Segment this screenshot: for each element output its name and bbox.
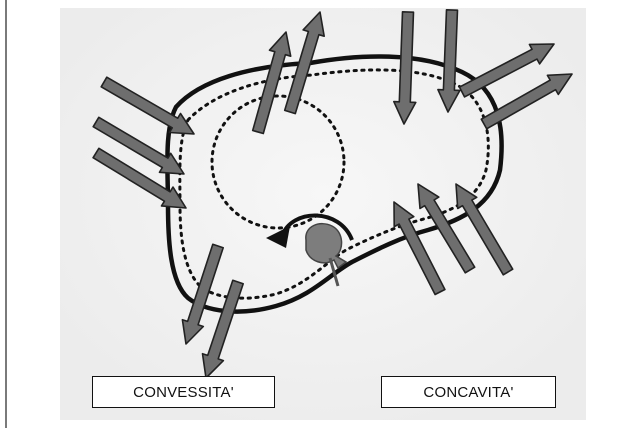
concavity-label-box: CONCAVITA' (381, 376, 556, 408)
convexity-label-box: CONVESSITA' (92, 376, 275, 408)
concavity-label: CONCAVITA' (423, 384, 513, 401)
convexity-label: CONVESSITA' (133, 384, 234, 401)
